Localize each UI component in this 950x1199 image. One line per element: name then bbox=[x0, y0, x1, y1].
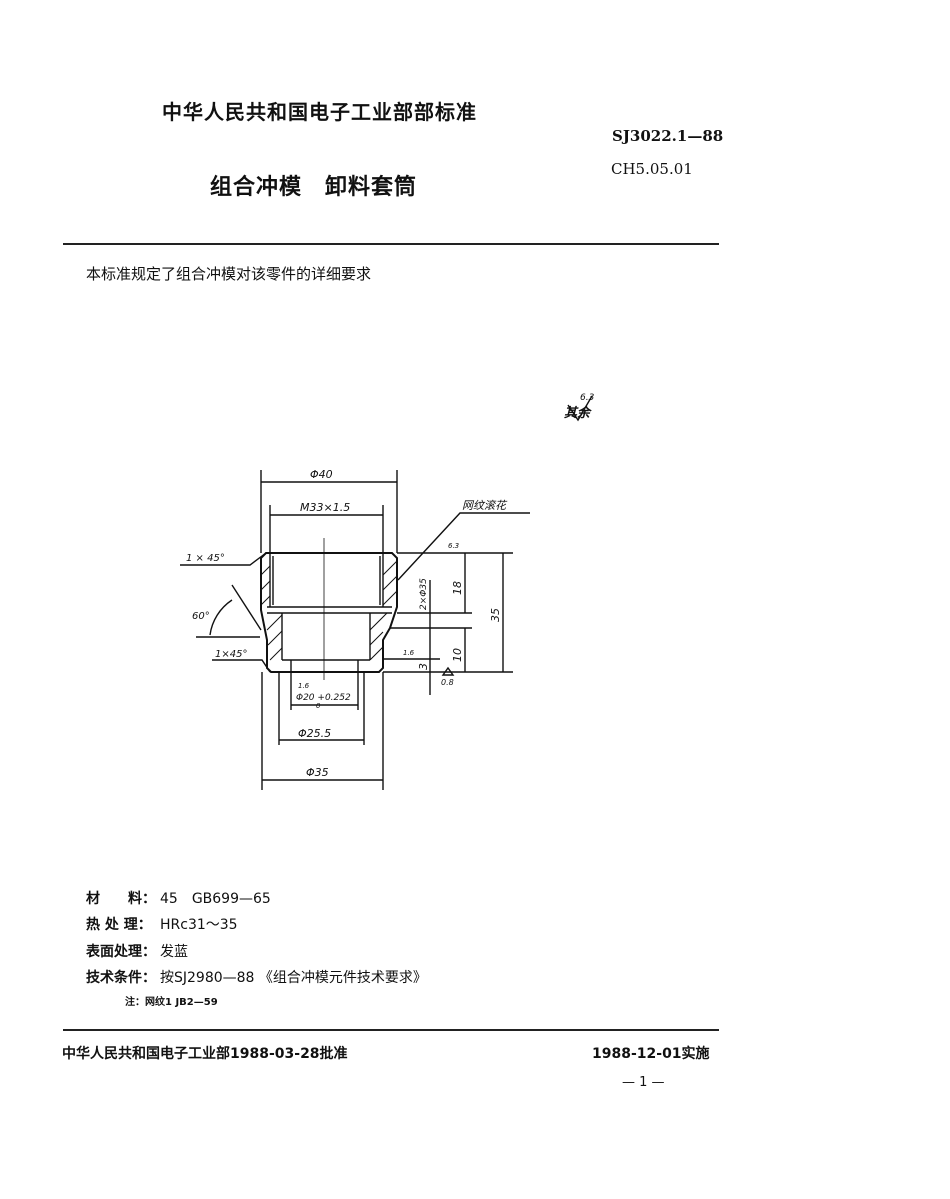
dim-2x: 2×Φ35 bbox=[419, 578, 429, 610]
effective-date: 1988-12-01实施 bbox=[592, 1046, 710, 1062]
footer-divider bbox=[63, 1029, 719, 1031]
dim-outer-bottom: Φ35 bbox=[306, 766, 329, 779]
dim-lower-bore: Φ25.5 bbox=[298, 727, 331, 740]
part-outline bbox=[260, 552, 398, 673]
page-number: — 1 — bbox=[622, 1075, 665, 1090]
dim-hole: Φ20 +0.252 bbox=[296, 693, 351, 703]
dim-18: 18 bbox=[451, 581, 464, 595]
knurl-label: 网纹滚花 bbox=[462, 499, 508, 512]
angle-label: 60° bbox=[192, 611, 210, 622]
header-divider bbox=[63, 243, 719, 245]
intro-text: 本标准规定了组合冲模对该零件的详细要求 bbox=[86, 265, 372, 283]
chamfer-bottom: 1×45° bbox=[215, 649, 247, 660]
section-hatching bbox=[260, 560, 398, 661]
dim-outer-top: Φ40 bbox=[310, 468, 333, 481]
approval-text: 中华人民共和国电子工业部1988-03-28批准 bbox=[62, 1046, 348, 1062]
spec-material: 材 料：45 GB699—65 bbox=[86, 891, 271, 907]
spec-surface: 表面处理：发蓝 bbox=[86, 944, 188, 960]
note: 注：网纹1 JB2—59 bbox=[125, 997, 218, 1008]
roughness-bottom: 0.8 bbox=[441, 678, 454, 687]
part-drawing: 其余 6.3 Φ40 M33×1.5 网纹滚花 1 × 45° 60° 1×45… bbox=[180, 393, 595, 790]
roughness-other-label: 其余 bbox=[564, 405, 592, 421]
dim-thread: M33×1.5 bbox=[300, 501, 350, 514]
dim-hole-tol-lower: 0 bbox=[316, 702, 321, 710]
dim-10: 10 bbox=[451, 648, 464, 662]
chamfer-top: 1 × 45° bbox=[186, 553, 225, 564]
roughness-symbol bbox=[567, 395, 593, 422]
standard-number: SJ3022.1—88 bbox=[612, 127, 724, 145]
issuer-heading: 中华人民共和国电子工业部部标准 bbox=[162, 100, 477, 124]
roughness-other-value: 6.3 bbox=[580, 393, 595, 403]
dim-3: 3 bbox=[417, 663, 430, 670]
dim-35: 35 bbox=[489, 608, 502, 622]
roughness-hole: 1.6 bbox=[298, 682, 310, 690]
spec-heat-treatment: 热 处 理：HRc31～35 bbox=[86, 917, 238, 933]
spec-technical: 技术条件：按SJ2980—88 《组合冲模元件技术要求》 bbox=[86, 970, 427, 986]
document-title: 组合冲模 卸料套筒 bbox=[210, 175, 418, 200]
roughness-top: 6.3 bbox=[448, 542, 459, 550]
roughness-mid: 1.6 bbox=[403, 649, 415, 657]
class-code: CH5.05.01 bbox=[611, 160, 693, 178]
